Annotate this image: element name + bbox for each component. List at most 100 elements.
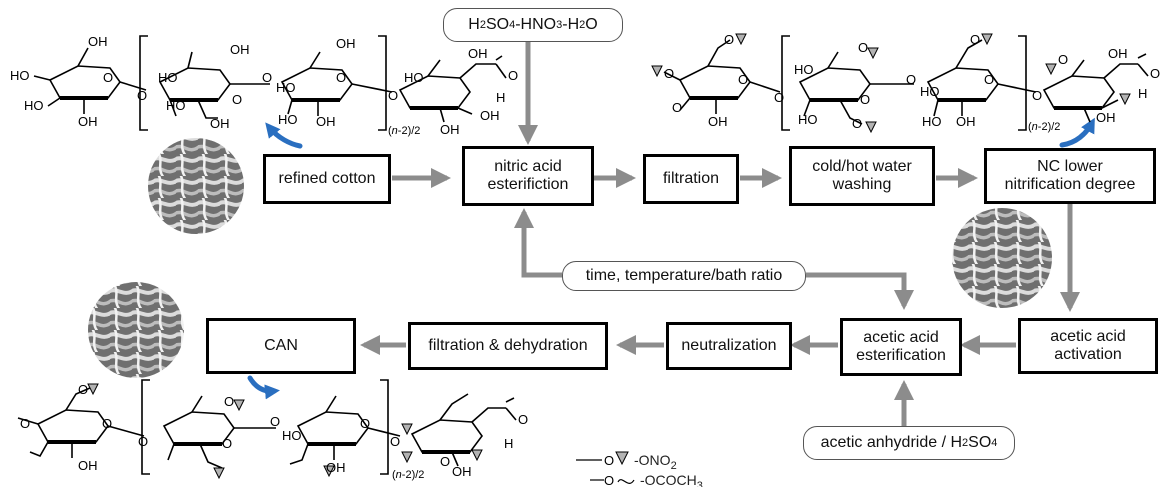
- svg-text:O: O: [518, 412, 528, 427]
- svg-text:O: O: [137, 88, 147, 103]
- svg-text:OH: OH: [440, 122, 460, 137]
- svg-text:OH: OH: [1096, 110, 1116, 125]
- flow-arrows: [360, 40, 1080, 426]
- can-labels: O O OH O O O O O HO OH O O O H OH O (n-2…: [20, 382, 528, 481]
- legend-nitrate-triangle: [615, 451, 629, 466]
- svg-text:HO: HO: [276, 80, 296, 95]
- svg-text:(n-2)/2: (n-2)/2: [388, 125, 420, 137]
- svg-text:HO: HO: [922, 114, 942, 129]
- svg-text:O: O: [138, 434, 148, 449]
- svg-text:O: O: [360, 416, 370, 431]
- svg-text:O: O: [388, 88, 398, 103]
- svg-text:O: O: [508, 68, 518, 83]
- svg-text:O: O: [604, 453, 614, 468]
- svg-text:O: O: [270, 414, 280, 429]
- box-neutralization: neutralization: [666, 322, 792, 370]
- blue-arrow-cotton: [265, 122, 303, 149]
- svg-text:OH: OH: [88, 34, 108, 49]
- svg-text:HO: HO: [158, 70, 178, 85]
- svg-text:O: O: [222, 436, 232, 451]
- arrow-conditions-to-ester: [806, 272, 914, 310]
- sem-photo-cotton: [148, 138, 244, 234]
- can-triangles: [87, 383, 483, 480]
- svg-text:OH: OH: [78, 114, 98, 129]
- svg-text:(n-2)/2: (n-2)/2: [1028, 121, 1060, 133]
- svg-text:OH: OH: [708, 114, 728, 129]
- svg-text:O: O: [852, 116, 862, 131]
- cellulose-structure: [33, 35, 507, 131]
- svg-text:OH: OH: [230, 42, 250, 57]
- blue-arrow-nc: [1059, 117, 1095, 148]
- svg-text:O: O: [336, 70, 346, 85]
- can-structure: [17, 379, 517, 475]
- svg-text:O: O: [1150, 66, 1160, 81]
- nc-triangles: [651, 33, 1131, 134]
- svg-text:HO: HO: [278, 112, 298, 127]
- svg-text:HO: HO: [794, 62, 814, 77]
- svg-text:O: O: [102, 416, 112, 431]
- svg-text:O: O: [724, 32, 734, 47]
- svg-text:HO: HO: [404, 70, 424, 85]
- svg-text:OH: OH: [336, 36, 356, 51]
- svg-text:O: O: [858, 40, 868, 55]
- svg-text:O: O: [1032, 88, 1042, 103]
- svg-text:H: H: [1138, 86, 1147, 101]
- pill-conditions: time, temperature/bath ratio: [562, 261, 806, 291]
- svg-text:HO: HO: [166, 98, 186, 113]
- svg-text:O: O: [672, 100, 682, 115]
- svg-text:O: O: [984, 72, 994, 87]
- cellulose-labels: OH HO HO OH O O OH HO HO O OH O OH HO HO…: [10, 34, 518, 137]
- svg-text:O: O: [78, 382, 88, 397]
- svg-text:O: O: [20, 416, 30, 431]
- blue-arrows: [247, 117, 1095, 400]
- box-filtration: filtration: [643, 154, 739, 204]
- svg-text:OH: OH: [956, 114, 976, 129]
- svg-text:H: H: [504, 436, 513, 451]
- svg-text:HO: HO: [282, 428, 302, 443]
- svg-text:OH: OH: [1108, 46, 1128, 61]
- svg-text:O: O: [103, 70, 113, 85]
- arrow-conditions-feedback: [514, 208, 562, 278]
- svg-text:O: O: [774, 90, 784, 105]
- svg-text:O: O: [604, 473, 614, 487]
- svg-text:OH: OH: [326, 460, 346, 475]
- box-refined-cotton: refined cotton: [263, 154, 391, 204]
- sem-photo-activation: [952, 208, 1052, 308]
- svg-text:OH: OH: [452, 464, 472, 479]
- svg-text:OH: OH: [480, 108, 500, 123]
- svg-text:HO: HO: [24, 98, 44, 113]
- svg-text:OH: OH: [210, 116, 230, 131]
- nc-labels: O O O OH O O O HO HO O O O O HO HO OH O …: [664, 32, 1160, 133]
- svg-text:OH: OH: [468, 46, 488, 61]
- svg-text:HO: HO: [10, 68, 30, 83]
- blue-arrow-can: [247, 375, 280, 400]
- legend: O -ONO2 O -OCOCH3: [576, 451, 703, 487]
- legend-nitrate-label: -ONO2: [634, 452, 677, 472]
- sem-photo-can: [88, 282, 184, 378]
- svg-text:O: O: [262, 70, 272, 85]
- svg-text:O: O: [1058, 52, 1068, 67]
- box-filtration-dehydration: filtration & dehydration: [408, 322, 608, 370]
- svg-text:O: O: [440, 454, 450, 469]
- legend-acetate-label: -OCOCH3: [640, 472, 703, 487]
- svg-text:O: O: [664, 66, 674, 81]
- svg-text:O: O: [970, 32, 980, 47]
- svg-text:HO: HO: [798, 112, 818, 127]
- svg-text:H: H: [496, 90, 505, 105]
- svg-text:O: O: [860, 92, 870, 107]
- svg-text:O: O: [390, 434, 400, 449]
- svg-text:O: O: [224, 394, 234, 409]
- svg-text:O: O: [738, 72, 748, 87]
- svg-text:(n-2)/2: (n-2)/2: [392, 469, 424, 481]
- legend-acetate-wavy: [617, 479, 635, 484]
- svg-text:OH: OH: [78, 458, 98, 473]
- svg-text:O: O: [906, 72, 916, 87]
